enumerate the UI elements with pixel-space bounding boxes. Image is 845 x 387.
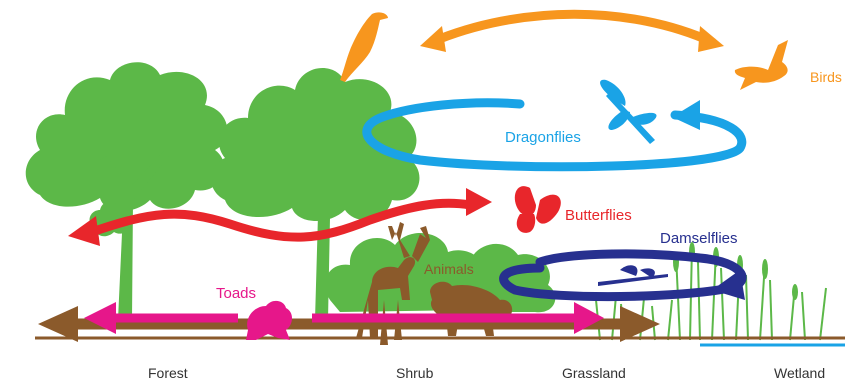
butterflies-label: Butterflies bbox=[565, 207, 632, 224]
birds-arrow bbox=[432, 14, 712, 42]
habitat-labels: Forest Shrub Grassland Wetland bbox=[148, 365, 825, 381]
butterflies-arrowhead-right bbox=[466, 188, 492, 216]
dragonflies-arrowhead bbox=[672, 100, 700, 130]
dragonfly-icon bbox=[600, 80, 656, 144]
birds-label: Birds bbox=[810, 69, 842, 85]
damselfly-icon bbox=[598, 265, 668, 286]
butterfly-icon bbox=[515, 186, 561, 233]
flying-bird-icon bbox=[735, 40, 788, 90]
animals-label: Animals bbox=[424, 261, 474, 277]
habitat-shrub-label: Shrub bbox=[396, 365, 434, 381]
damselflies-label: Damselflies bbox=[660, 230, 738, 247]
habitat-grassland-label: Grassland bbox=[562, 365, 626, 381]
dragonflies-group: Dragonflies bbox=[367, 80, 742, 167]
damselflies-arrowhead bbox=[712, 270, 745, 300]
birds-arrowhead-left bbox=[420, 26, 446, 52]
perched-bird-icon bbox=[340, 12, 388, 82]
habitat-wetland-label: Wetland bbox=[774, 365, 825, 381]
birds-group: Birds bbox=[340, 12, 842, 90]
dragonflies-label: Dragonflies bbox=[505, 129, 581, 146]
butterflies-arrowhead-left bbox=[68, 216, 100, 246]
birds-arrowhead-right bbox=[698, 26, 724, 52]
toad-icon bbox=[246, 301, 292, 340]
toads-label: Toads bbox=[216, 285, 256, 302]
habitat-forest-label: Forest bbox=[148, 365, 188, 381]
damselflies-group: Damselflies bbox=[504, 230, 745, 300]
